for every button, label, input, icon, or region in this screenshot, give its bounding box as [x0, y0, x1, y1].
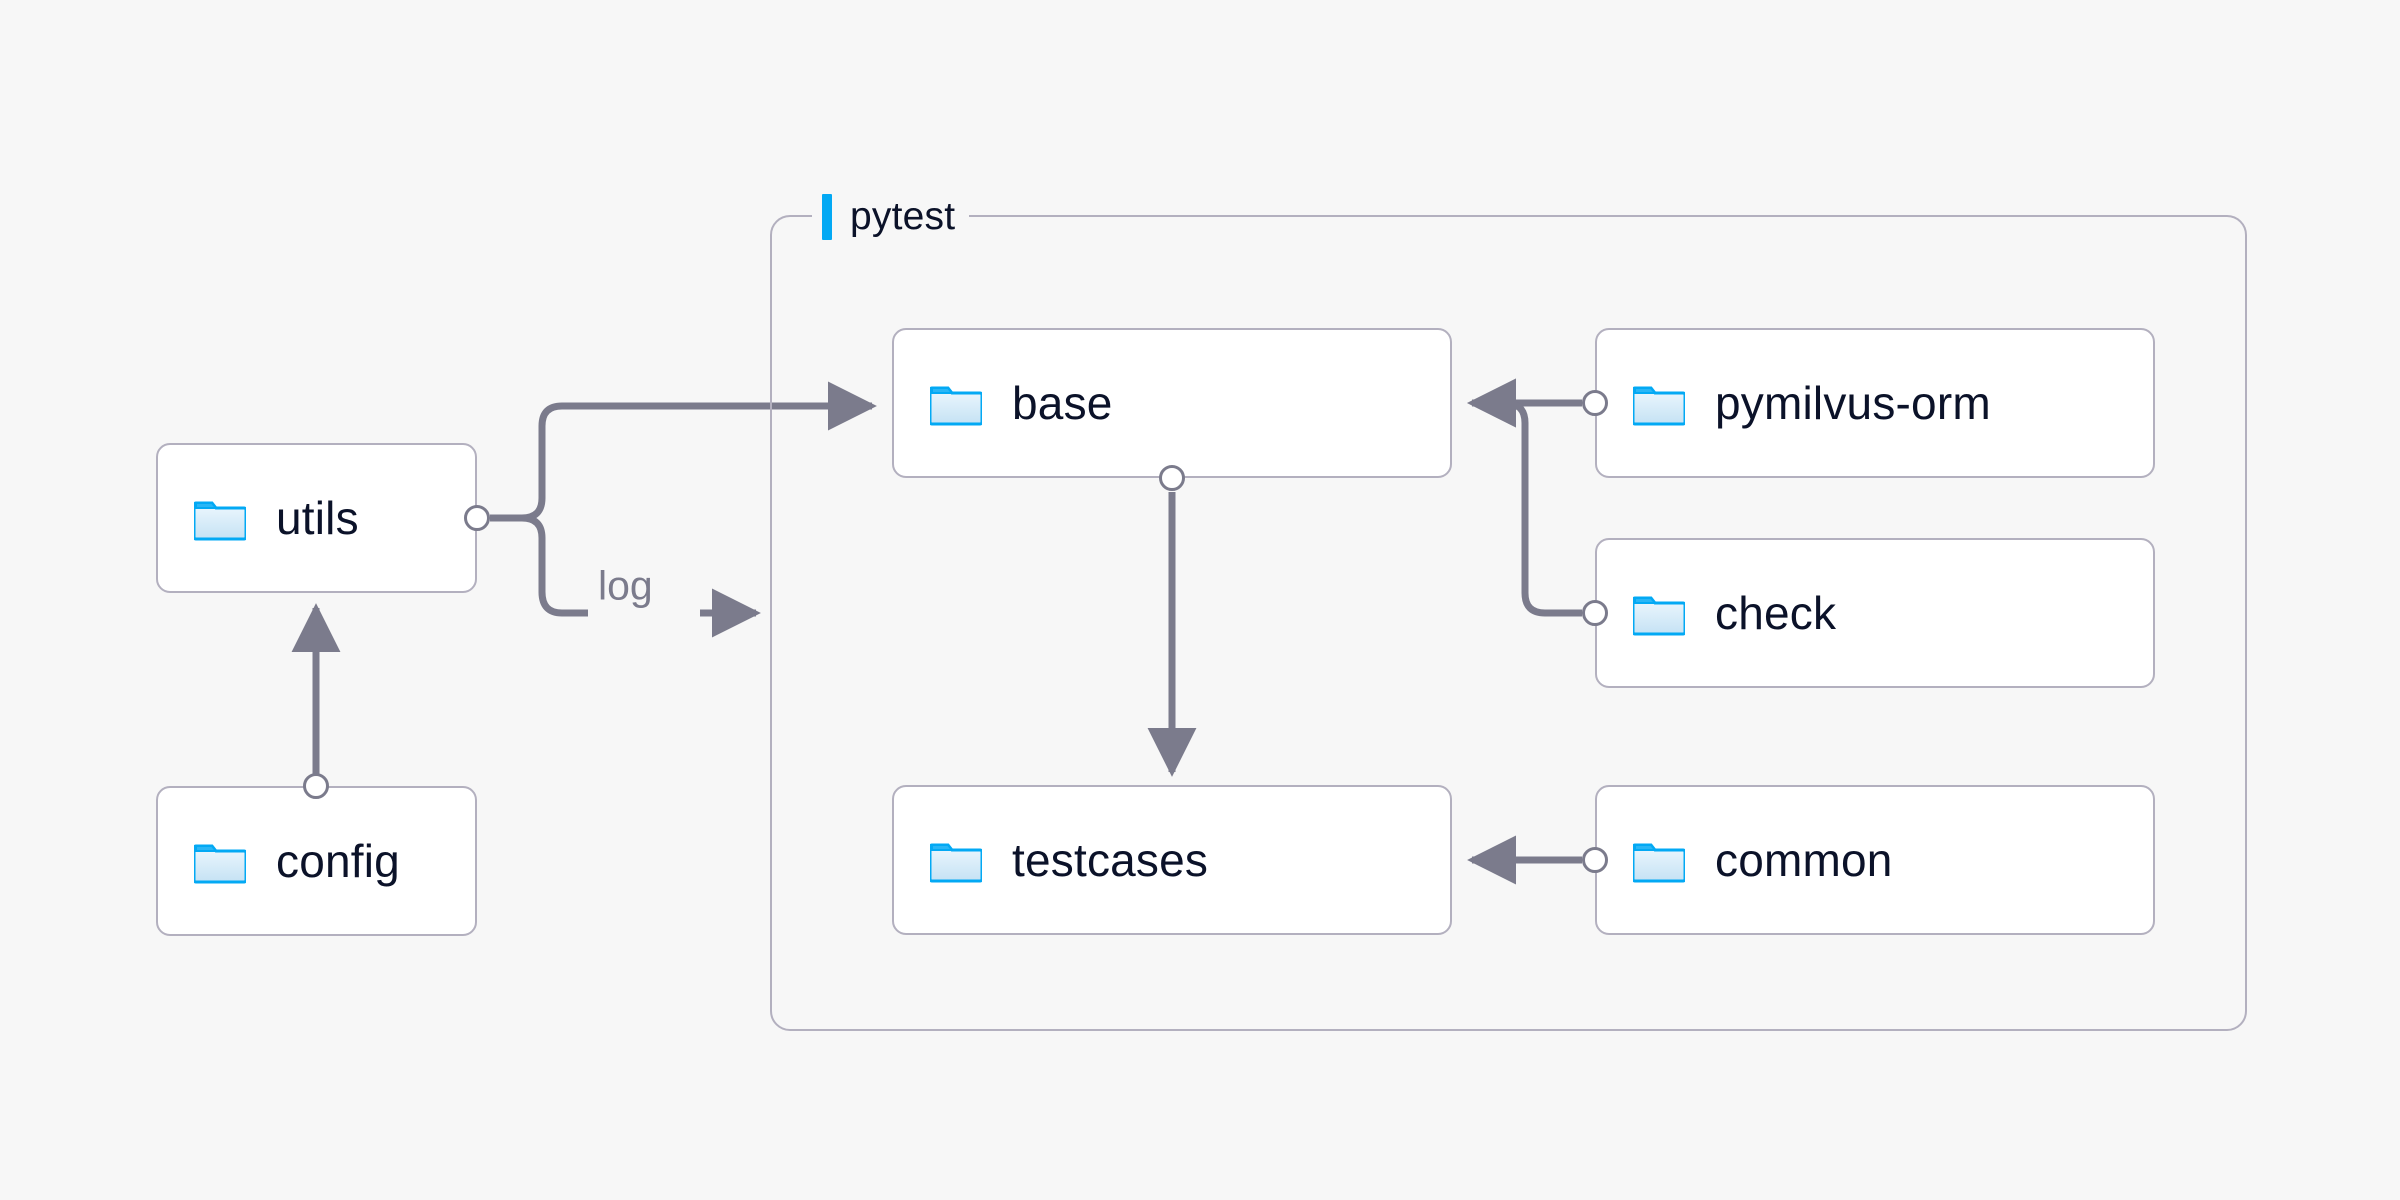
port-config-top[interactable]: [303, 773, 329, 799]
folder-icon: [194, 501, 246, 541]
group-title: pytest: [850, 195, 956, 238]
node-check-label: check: [1715, 587, 1837, 639]
folder-icon: [1633, 596, 1685, 636]
folder-icon: [1633, 843, 1685, 883]
node-check[interactable]: check: [1595, 538, 2155, 688]
port-utils-right[interactable]: [464, 505, 490, 531]
node-base[interactable]: base: [892, 328, 1452, 478]
folder-icon: [1633, 386, 1685, 426]
edge-utils-to-log: [521, 514, 588, 617]
group-pytest[interactable]: pytest: [770, 189, 2247, 1031]
node-utils[interactable]: utils: [156, 443, 477, 593]
folder-icon: [930, 843, 982, 883]
node-config-label: config: [276, 835, 400, 887]
folder-icon: [930, 386, 982, 426]
folder-icon: [194, 844, 246, 884]
node-pymilvus-orm-label: pymilvus-orm: [1715, 377, 1991, 429]
node-common-label: common: [1715, 834, 1893, 886]
node-common[interactable]: common: [1595, 785, 2155, 935]
node-pymilvus-orm[interactable]: pymilvus-orm: [1595, 328, 2155, 478]
node-config[interactable]: config: [156, 786, 477, 936]
node-testcases-label: testcases: [1012, 834, 1209, 886]
port-check-left[interactable]: [1582, 600, 1608, 626]
port-common-left[interactable]: [1582, 847, 1608, 873]
edge-label-log: log: [598, 562, 653, 609]
node-base-label: base: [1012, 377, 1113, 429]
node-utils-label: utils: [276, 492, 359, 544]
group-pytest-label: pytest: [812, 189, 970, 245]
node-testcases[interactable]: testcases: [892, 785, 1452, 935]
group-accent-bar: [822, 194, 832, 240]
port-pymilvus-orm-left[interactable]: [1582, 390, 1608, 416]
port-base-bottom[interactable]: [1159, 465, 1185, 491]
